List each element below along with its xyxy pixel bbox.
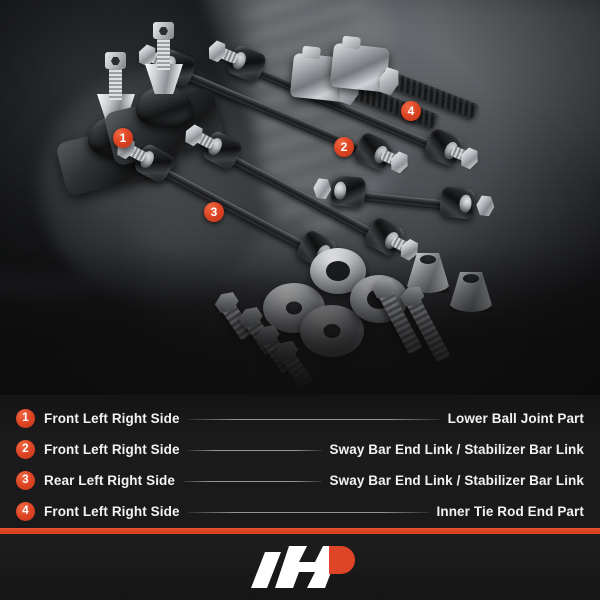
legend-position-4: Front Left Right Side [44,504,180,519]
legend-badge-1: 1 [16,409,35,428]
footer [0,525,600,600]
legend-badge-3: 3 [16,471,35,490]
brand-logo-mark [251,546,355,588]
legend-connector-4 [187,512,429,513]
callout-badge-2[interactable]: 2 [334,137,354,157]
legend-badge-4: 4 [16,502,35,521]
legend-row-4: 4 Front Left Right Side Inner Tie Rod En… [16,496,584,527]
legend-connector-3 [183,481,322,482]
legend-part-3: Sway Bar End Link / Stabilizer Bar Link [329,473,584,488]
logo-h-glyph-icon [275,546,341,588]
product-photo: 1 2 3 4 [0,0,600,395]
logo-slash-icon [251,552,281,588]
legend-badge-2: 2 [16,440,35,459]
legend-part-2: Sway Bar End Link / Stabilizer Bar Link [329,442,584,457]
legend-part-1: Lower Ball Joint Part [447,411,584,426]
footer-accent-rule [0,528,600,534]
callout-badge-4[interactable]: 4 [401,101,421,121]
legend-list: 1 Front Left Right Side Lower Ball Joint… [0,395,600,525]
legend-row-2: 2 Front Left Right Side Sway Bar End Lin… [16,434,584,465]
legend-connector-2 [187,450,322,451]
callout-badge-3[interactable]: 3 [204,202,224,222]
legend-row-3: 3 Rear Left Right Side Sway Bar End Link… [16,465,584,496]
legend-position-3: Rear Left Right Side [44,473,176,488]
legend-part-4: Inner Tie Rod End Part [436,504,584,519]
logo-accent-bowl-icon [329,546,355,574]
legend-row-1: 1 Front Left Right Side Lower Ball Joint… [16,403,584,434]
legend-position-1: Front Left Right Side [44,411,180,426]
callout-badge-1[interactable]: 1 [113,128,133,148]
legend-position-2: Front Left Right Side [44,442,180,457]
brand-logo [245,542,360,592]
legend-connector-1 [187,419,440,420]
